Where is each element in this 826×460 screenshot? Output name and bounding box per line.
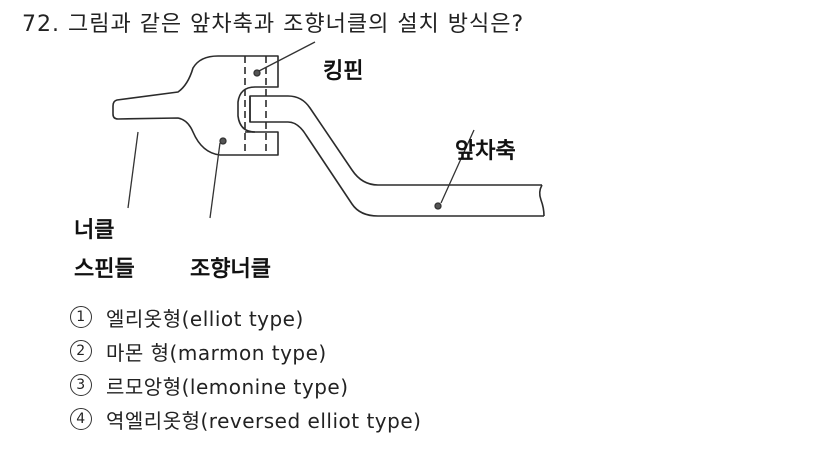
option-number: 2	[70, 340, 92, 362]
answer-options: 1 엘리옷형(elliot type) 2 마몬 형(marmon type) …	[70, 300, 421, 436]
option-text: 르모앙형(lemonine type)	[106, 374, 349, 399]
option-text: 역엘리옷형(reversed elliot type)	[106, 408, 422, 433]
label-steering-knuckle: 조향너클	[190, 257, 271, 282]
label-knuckle-spindle-1: 너클	[74, 218, 114, 243]
option-3[interactable]: 3 르모앙형(lemonine type)	[70, 368, 421, 402]
question-text: 72. 그림과 같은 앞차축과 조향너클의 설치 방식은?	[22, 12, 525, 37]
option-number: 4	[70, 408, 92, 430]
option-number: 3	[70, 374, 92, 396]
option-text: 마몬 형(marmon type)	[106, 340, 327, 365]
option-text: 엘리옷형(elliot type)	[106, 306, 304, 331]
label-king-pin: 킹핀	[323, 59, 363, 84]
option-2[interactable]: 2 마몬 형(marmon type)	[70, 334, 421, 368]
label-knuckle-spindle-2: 스핀들	[74, 257, 135, 282]
option-4[interactable]: 4 역엘리옷형(reversed elliot type)	[70, 402, 421, 436]
option-1[interactable]: 1 엘리옷형(elliot type)	[70, 300, 421, 334]
option-number: 1	[70, 306, 92, 328]
label-front-axle: 앞차축	[455, 139, 516, 164]
axle-knuckle-diagram: 킹핀 앞차축 너클 스핀들 조향너클	[60, 40, 560, 290]
